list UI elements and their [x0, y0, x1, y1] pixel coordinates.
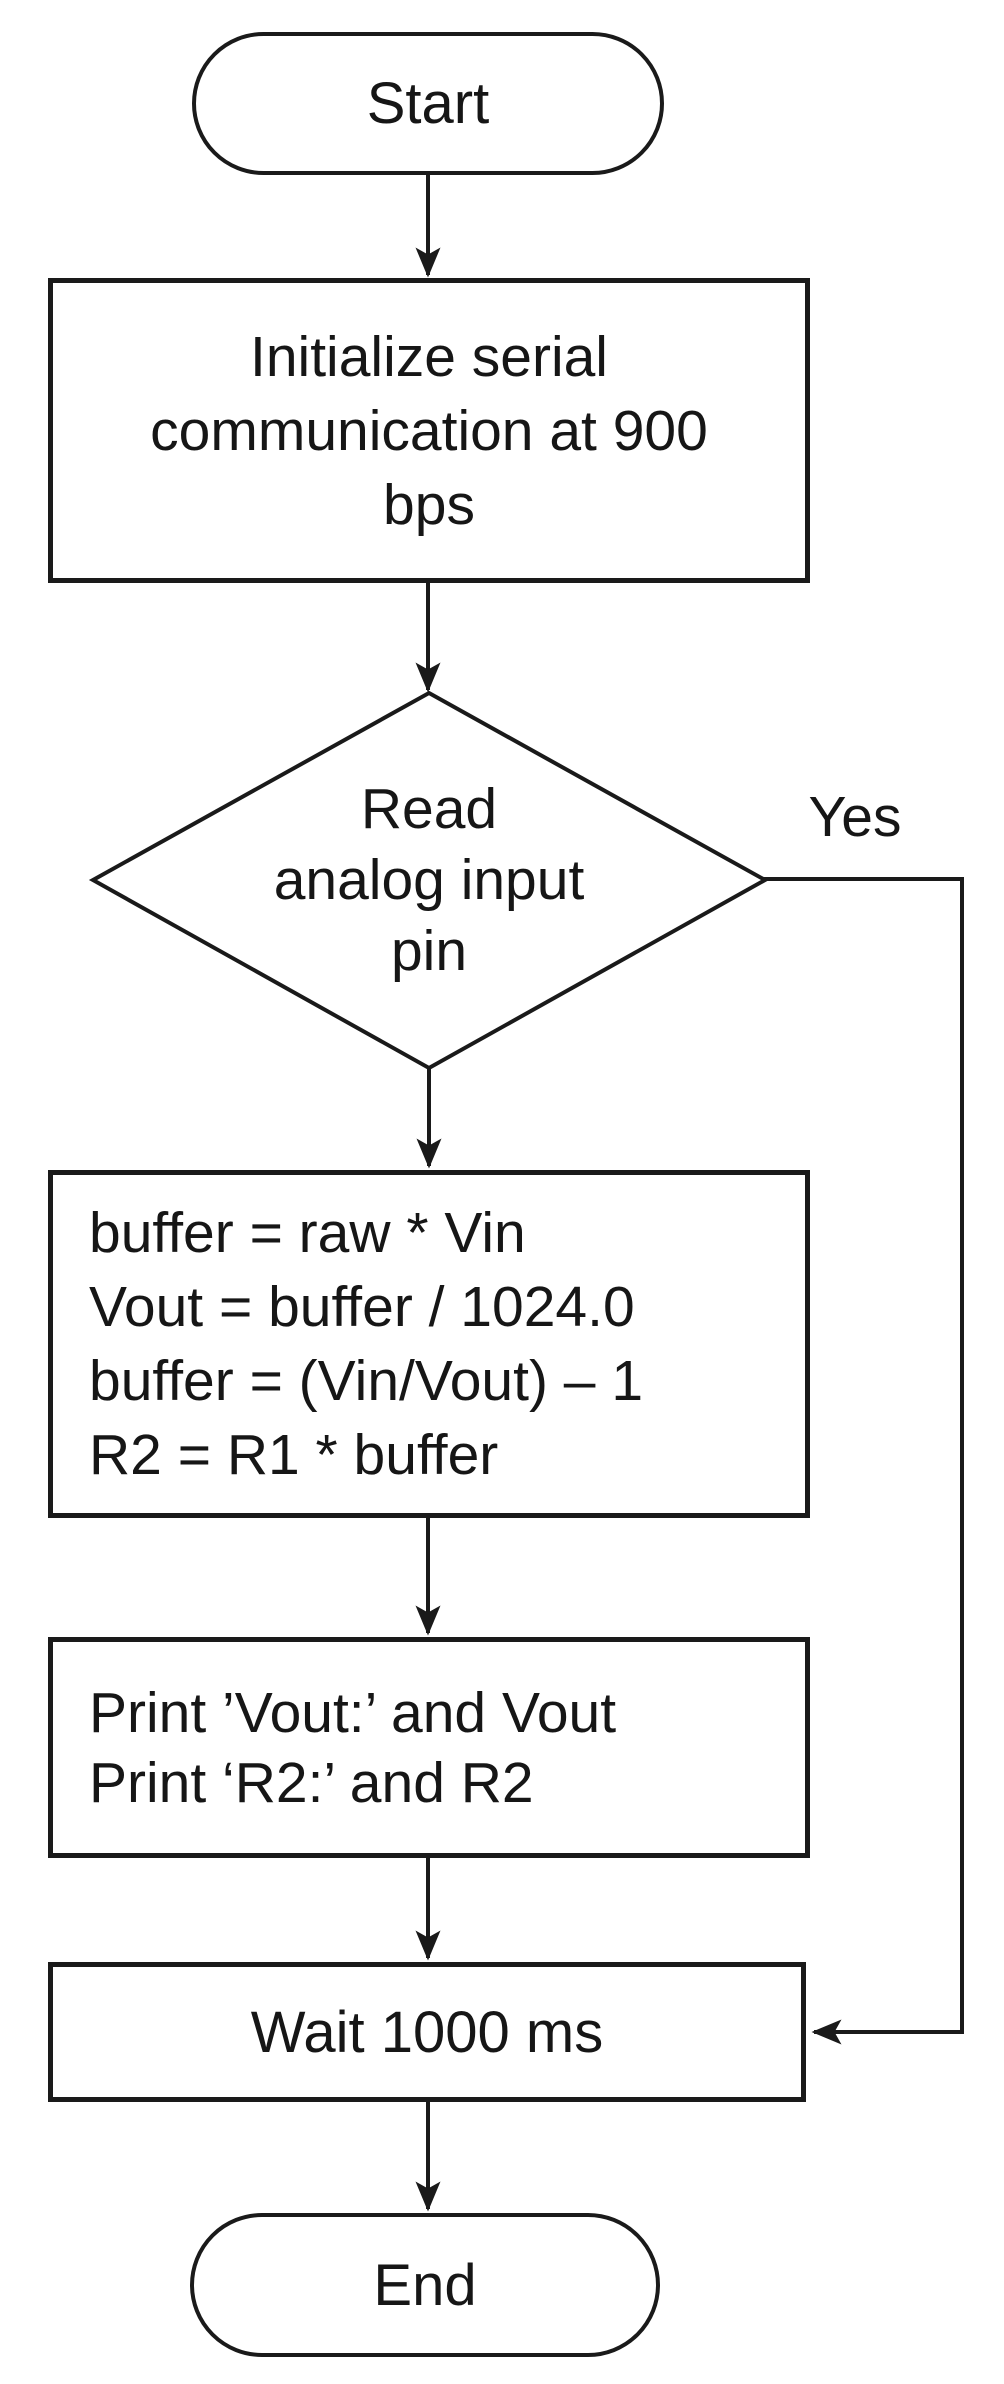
decision-line: Read — [360, 777, 498, 841]
decision-node-text: Read analog input pin — [93, 693, 765, 1068]
formula-line: R2 = R1 * buffer — [89, 1423, 499, 1487]
yes-branch-label: Yes — [808, 785, 902, 849]
init-serial-line: bps — [383, 472, 475, 537]
decision-line: analog input — [273, 848, 585, 912]
print-line: Print ’Vout:’ and Vout — [89, 1680, 617, 1745]
start-node: Start — [192, 32, 664, 175]
init-serial-node: Initialize serial communication at 900 b… — [48, 278, 810, 583]
print-node: Print ’Vout:’ and Vout Print ‘R2:’ and R… — [48, 1637, 810, 1858]
formula-line: Vout = buffer / 1024.0 — [89, 1275, 635, 1339]
formula-line: buffer = raw * Vin — [89, 1201, 526, 1265]
init-serial-line: Initialize serial — [250, 324, 608, 389]
print-line: Print ‘R2:’ and R2 — [89, 1750, 534, 1815]
wait-node: Wait 1000 ms — [48, 1962, 806, 2102]
end-label: End — [373, 2252, 477, 2318]
start-label: Start — [366, 71, 490, 136]
formula-line: buffer = (Vin/Vout) – 1 — [89, 1349, 644, 1413]
init-serial-line: communication at 900 — [150, 398, 708, 463]
wait-label: Wait 1000 ms — [250, 1999, 604, 2065]
end-node: End — [190, 2213, 660, 2357]
decision-line: pin — [390, 919, 468, 983]
formula-node: buffer = raw * Vin Vout = buffer / 1024.… — [48, 1170, 810, 1518]
